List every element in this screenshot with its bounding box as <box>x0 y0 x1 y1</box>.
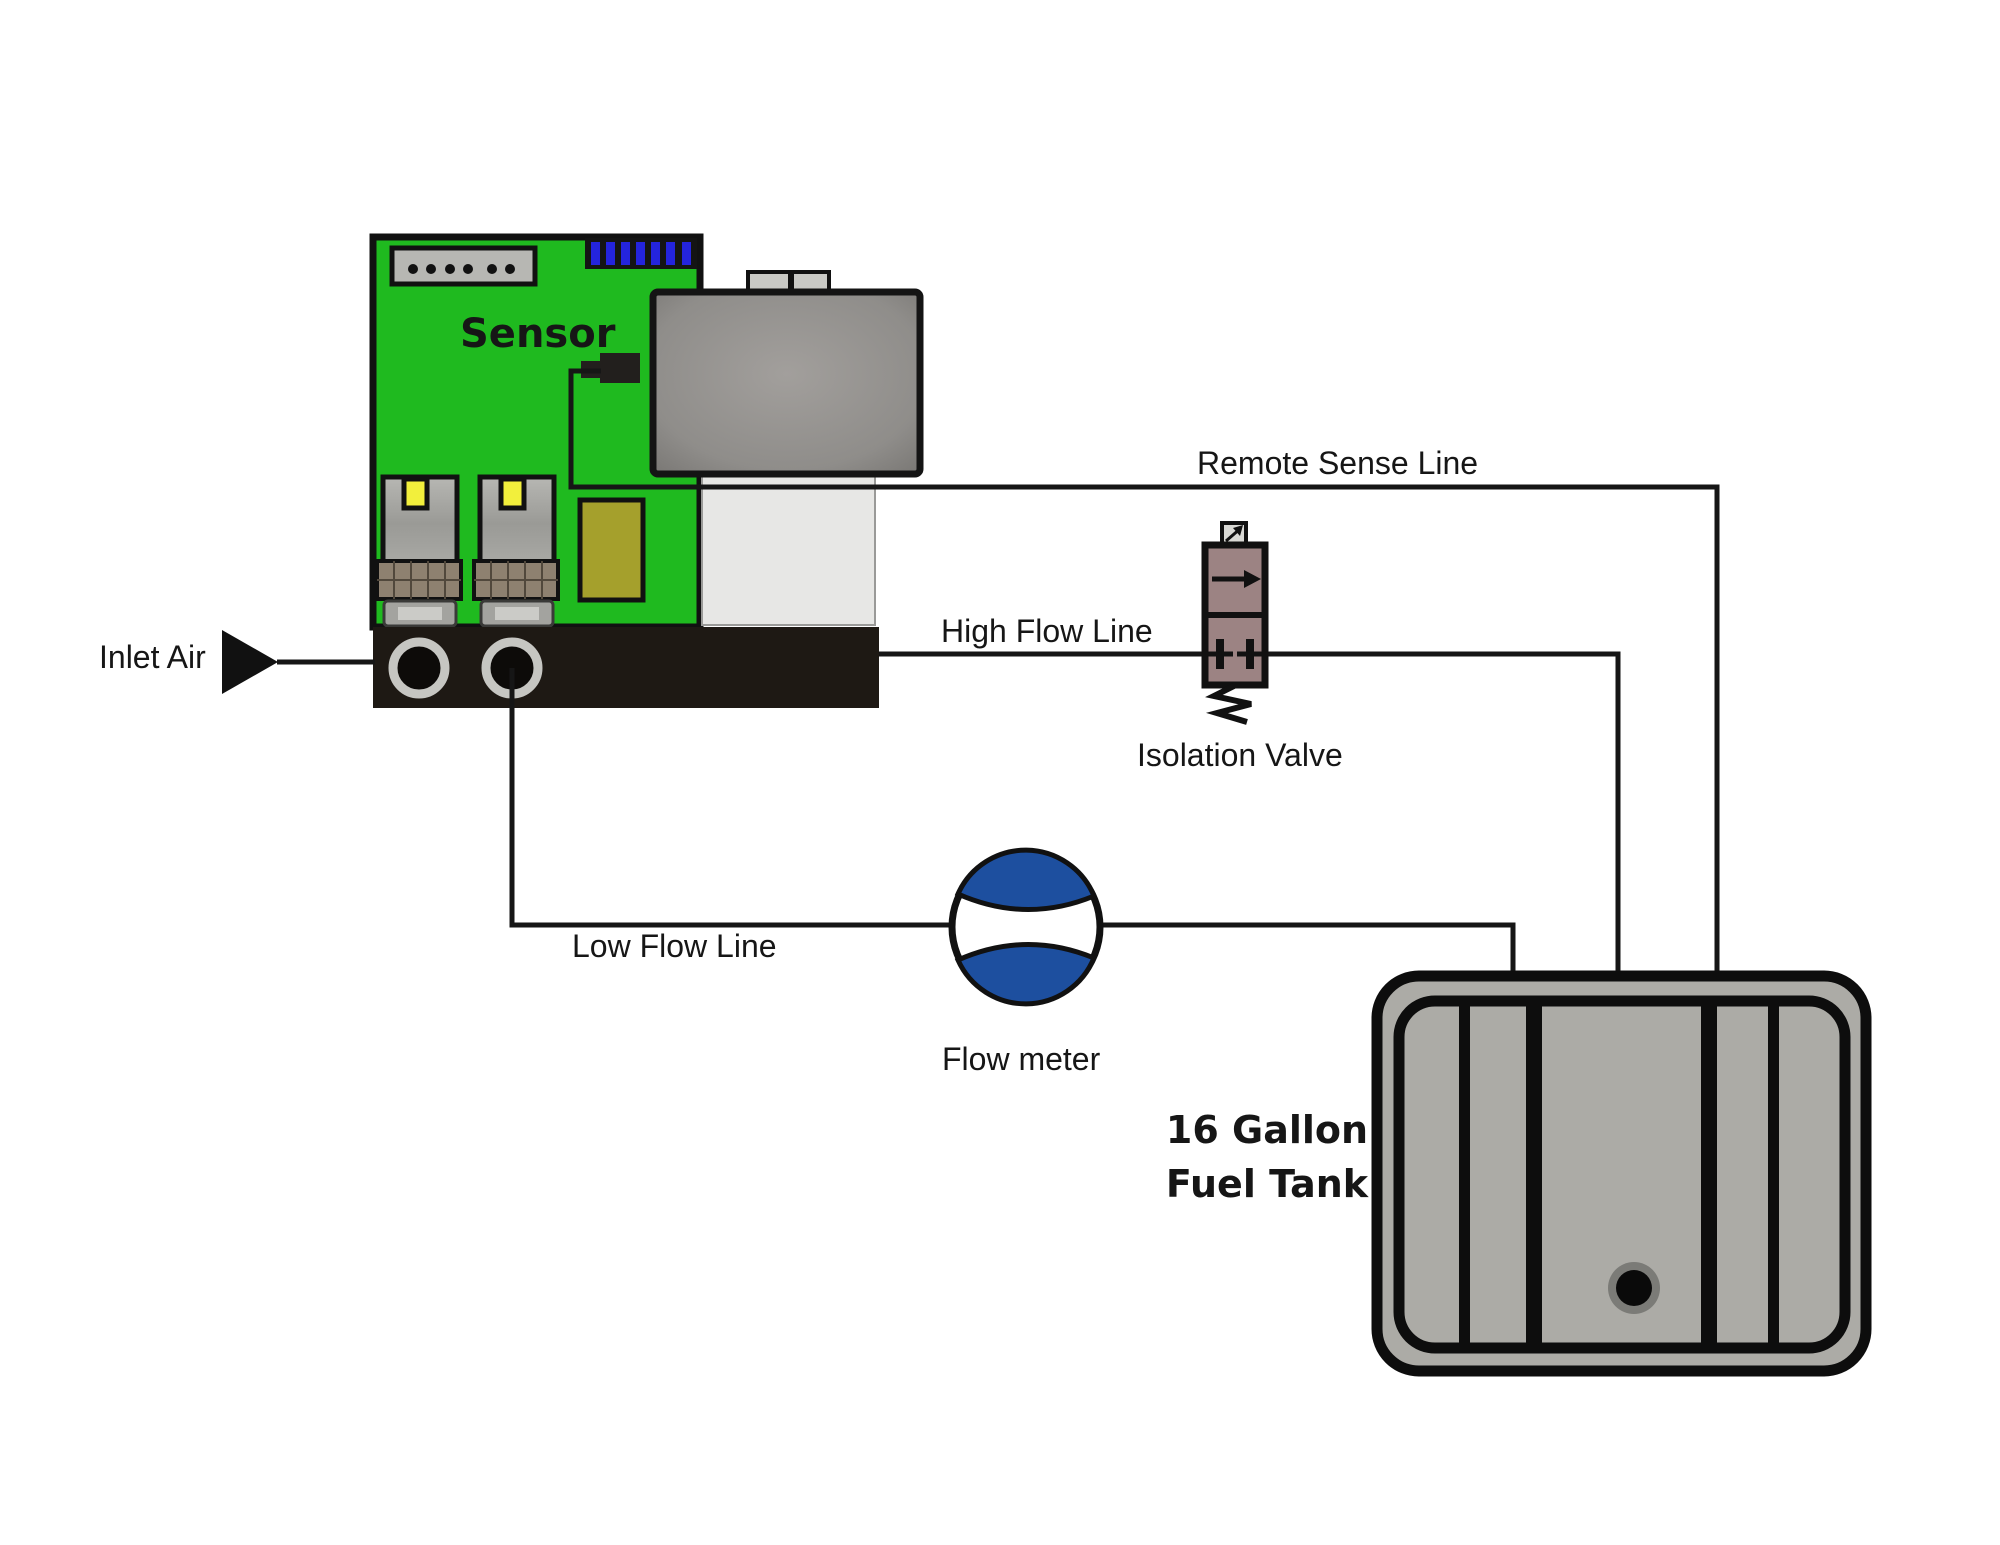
header-pin <box>682 242 691 265</box>
flow-meter-symbol <box>948 847 1104 1007</box>
tank-baffle <box>1526 1001 1542 1348</box>
valve-flow-arrow <box>1212 570 1261 588</box>
remote-sense-line-path <box>568 368 1720 980</box>
valve-spring <box>1205 683 1252 725</box>
inlet-air-arrow <box>222 630 278 694</box>
connector-pin-dot <box>408 264 418 274</box>
inlet-air-label: Inlet Air <box>99 639 206 675</box>
high-flow-line-path <box>879 651 1621 980</box>
header-pin <box>606 242 615 265</box>
fuel-tank-label-line2: Fuel Tank <box>1165 1162 1369 1206</box>
high-flow-line-label: High Flow Line <box>941 613 1153 649</box>
solenoid-component-2 <box>472 474 560 628</box>
fuel-tank <box>1371 970 1872 1377</box>
header-pin <box>591 242 600 265</box>
tank-inner-shell <box>1393 995 1851 1354</box>
tank-baffle <box>1459 1001 1470 1348</box>
isolation-valve-symbol <box>1201 521 1269 725</box>
tank-baffle <box>1701 1001 1717 1348</box>
sensor-label: Sensor <box>460 311 616 357</box>
inlet-port-1 <box>388 637 450 699</box>
display-module <box>649 270 924 478</box>
remote-sense-line-label: Remote Sense Line <box>1197 445 1479 481</box>
valve-block-body <box>701 472 876 626</box>
manifold-base <box>373 627 879 708</box>
solenoid-component-1 <box>375 474 463 628</box>
connector-pin-dot <box>505 264 515 274</box>
tank-baffle <box>1768 1001 1779 1348</box>
board-connector <box>389 245 538 287</box>
led-window <box>401 476 430 511</box>
flow-meter-top-lobe <box>954 847 1098 912</box>
header-pin <box>621 242 630 265</box>
connector-pin-dot <box>463 264 473 274</box>
isolation-valve-label: Isolation Valve <box>1137 737 1343 773</box>
fuel-cap <box>1608 1262 1660 1314</box>
sensor-board <box>369 233 704 631</box>
header-pin <box>636 242 645 265</box>
olive-capacitor <box>577 497 646 603</box>
flow-meter-label: Flow meter <box>942 1041 1101 1077</box>
flow-meter-bottom-lobe <box>954 942 1098 1007</box>
header-pin <box>651 242 660 265</box>
low-flow-line-label: Low Flow Line <box>572 928 777 964</box>
connector-pin-dot <box>426 264 436 274</box>
header-pin <box>666 242 675 265</box>
led-window <box>498 476 527 511</box>
connector-pin-dot <box>445 264 455 274</box>
fuel-tank-label-line1: 16 Gallon <box>1165 1108 1369 1152</box>
tank-outer-shell <box>1371 970 1872 1377</box>
valve-blocked-ports <box>1205 639 1265 669</box>
connector-pin-dot <box>487 264 497 274</box>
blue-pin-header <box>585 238 697 269</box>
